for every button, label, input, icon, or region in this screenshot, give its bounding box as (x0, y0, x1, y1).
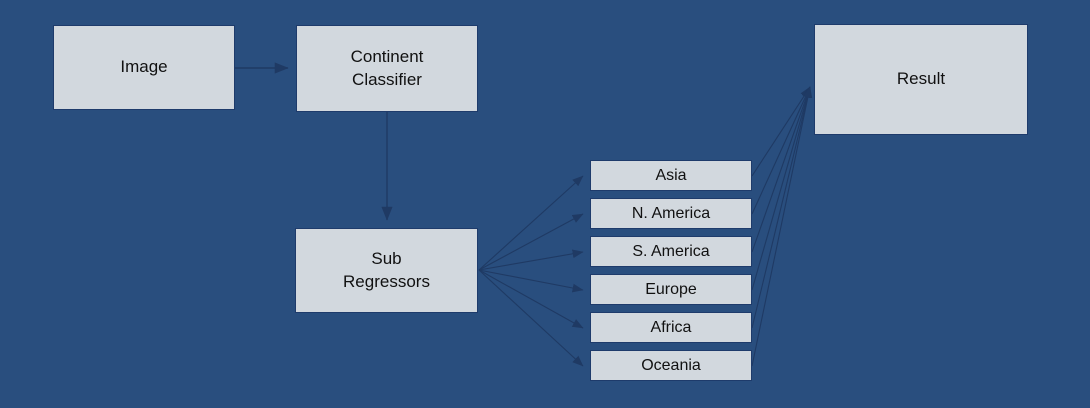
node-result-label: Result (896, 69, 946, 89)
node-s-america-label: S. America (632, 242, 710, 260)
node-africa: Africa (590, 312, 752, 343)
arrow-oceania-to-result (751, 86, 813, 367)
node-image-label: Image (120, 57, 168, 77)
node-n-america-label: N. America (631, 204, 711, 222)
node-oceania: Oceania (590, 350, 752, 381)
arrow-subregressors-to-oceania (478, 269, 584, 367)
arrow-subregressors-to-s-america (478, 249, 584, 271)
arrow-asia-to-result (751, 86, 811, 177)
arrow-subregressors-to-europe (478, 269, 584, 293)
arrow-subregressors-to-asia (478, 175, 584, 271)
node-s-america: S. America (590, 236, 752, 267)
node-europe: Europe (590, 274, 752, 305)
arrow-n-america-to-result (751, 86, 811, 215)
arrow-africa-to-result (751, 86, 812, 329)
node-result: Result (814, 24, 1028, 135)
arrow-europe-to-result (751, 86, 812, 291)
node-asia: Asia (590, 160, 752, 191)
node-continent-classifier-label: Continent Classifier (350, 47, 424, 89)
arrow-subregressors-to-n-america (478, 213, 584, 271)
arrow-subregressors-to-africa (478, 269, 584, 329)
node-oceania-label: Oceania (641, 356, 701, 374)
node-sub-regressors: Sub Regressors (295, 228, 478, 313)
node-africa-label: Africa (650, 318, 692, 336)
node-n-america: N. America (590, 198, 752, 229)
node-image: Image (53, 25, 235, 110)
node-sub-regressors-label: Sub Regressors (343, 249, 430, 291)
node-europe-label: Europe (645, 280, 697, 298)
node-asia-label: Asia (655, 166, 687, 184)
arrow-s-america-to-result (751, 86, 811, 253)
node-continent-classifier: Continent Classifier (296, 25, 478, 112)
